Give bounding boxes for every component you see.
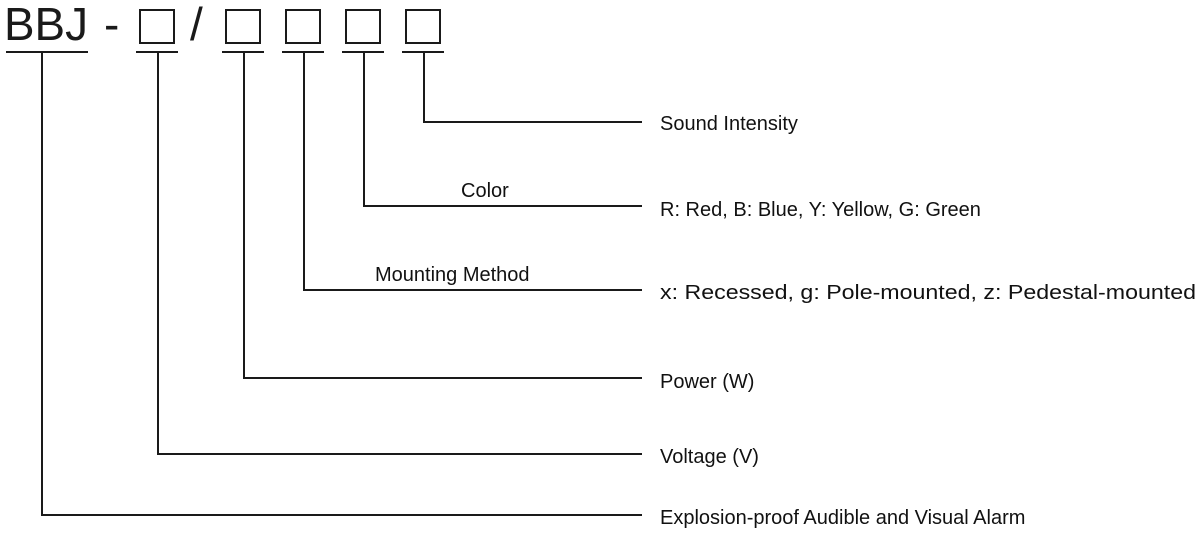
caption-mounting-method: Mounting Method (375, 264, 530, 286)
code-box-color (345, 9, 381, 44)
code-dash: - (104, 0, 119, 50)
caption-color: Color (461, 180, 509, 202)
label-voltage: Voltage (V) (660, 446, 759, 468)
leader-color (363, 52, 642, 207)
label-sound-intensity: Sound Intensity (660, 113, 798, 135)
leader-power (243, 52, 642, 379)
code-prefix: BBJ (4, 0, 88, 50)
leader-sound-intensity (423, 52, 642, 123)
code-box-mounting (285, 9, 321, 44)
code-box-power (225, 9, 261, 44)
code-box-sound (405, 9, 441, 44)
label-mounting-options: x: Recessed, g: Pole-mounted, z: Pedesta… (660, 282, 1196, 304)
leader-mounting-method (303, 52, 642, 291)
code-slash: / (190, 0, 203, 50)
label-color-options: R: Red, B: Blue, Y: Yellow, G: Green (660, 199, 981, 221)
leader-product-type (41, 52, 642, 516)
code-box-voltage (139, 9, 175, 44)
leader-voltage (157, 52, 642, 455)
label-product-type: Explosion-proof Audible and Visual Alarm (660, 507, 1025, 529)
label-power: Power (W) (660, 371, 754, 393)
